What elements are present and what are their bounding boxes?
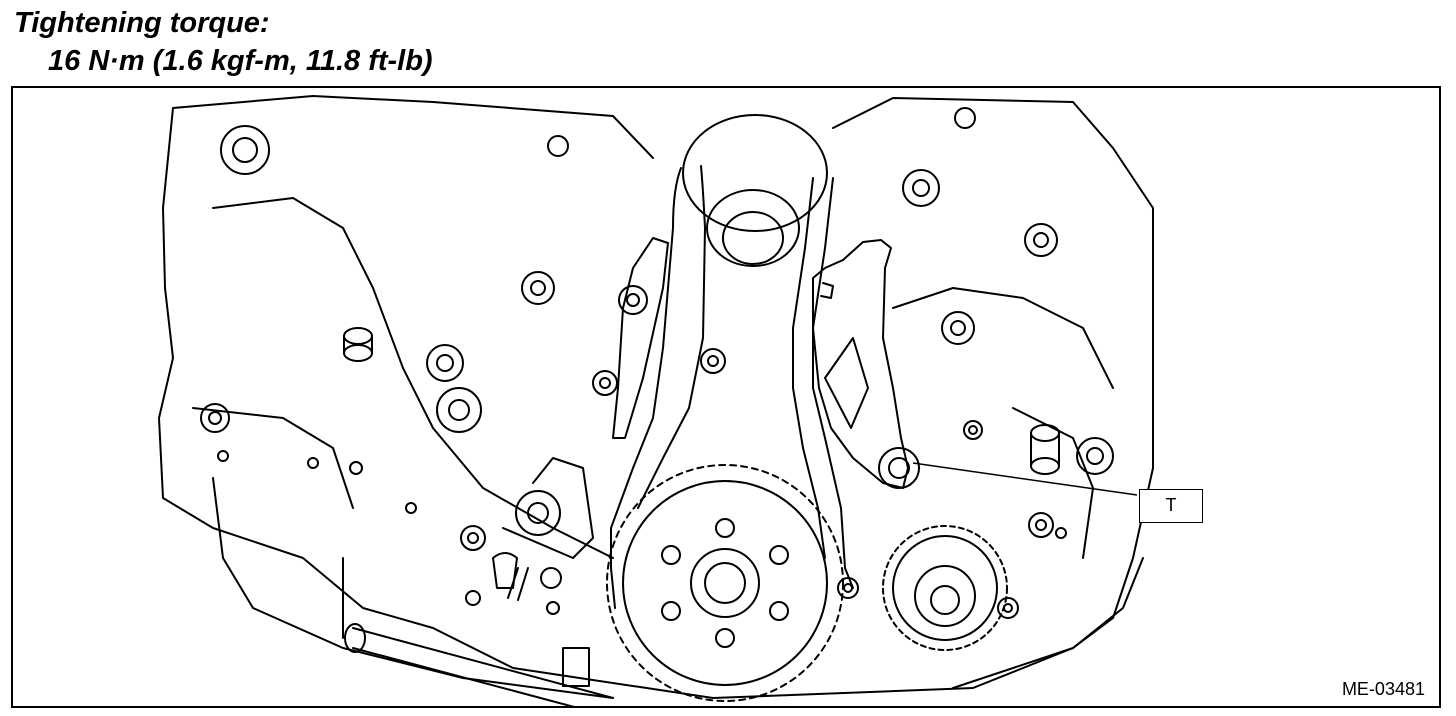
tensioner-arm-hook bbox=[820, 282, 834, 299]
tensioner-pivot-bolt bbox=[878, 447, 920, 489]
cam-sprocket bbox=[882, 525, 1008, 651]
tensioner-arm bbox=[812, 239, 909, 489]
top-idler-pulley bbox=[682, 114, 828, 267]
timing-chain bbox=[610, 165, 854, 609]
oil-pipe bbox=[342, 557, 614, 706]
engine-block-outline bbox=[158, 95, 1154, 699]
torque-value: 16 N·m (1.6 kgf-m, 11.8 ft-lb) bbox=[48, 45, 433, 77]
left-chain-guide bbox=[612, 237, 669, 439]
right-dowel-pin bbox=[1030, 424, 1060, 475]
callout-leader bbox=[912, 462, 1138, 496]
left-dowel-pin bbox=[343, 327, 373, 362]
right-bosses bbox=[837, 107, 1114, 619]
torque-heading: Tightening torque: bbox=[14, 7, 270, 39]
figure-code: ME-03481 bbox=[1341, 679, 1425, 699]
engine-timing-diagram: T ME-03481 bbox=[11, 86, 1441, 708]
crank-sprocket bbox=[606, 464, 844, 702]
tensioner-body bbox=[502, 457, 594, 601]
callout-t-label: T bbox=[1139, 489, 1203, 523]
diagram-drawing bbox=[158, 95, 1154, 706]
block-inner-ridge bbox=[192, 197, 1114, 559]
left-bosses bbox=[200, 125, 726, 615]
oil-pan-rail bbox=[212, 477, 1144, 699]
lower-clip bbox=[492, 552, 518, 589]
tensioner-arm-web bbox=[824, 337, 869, 429]
